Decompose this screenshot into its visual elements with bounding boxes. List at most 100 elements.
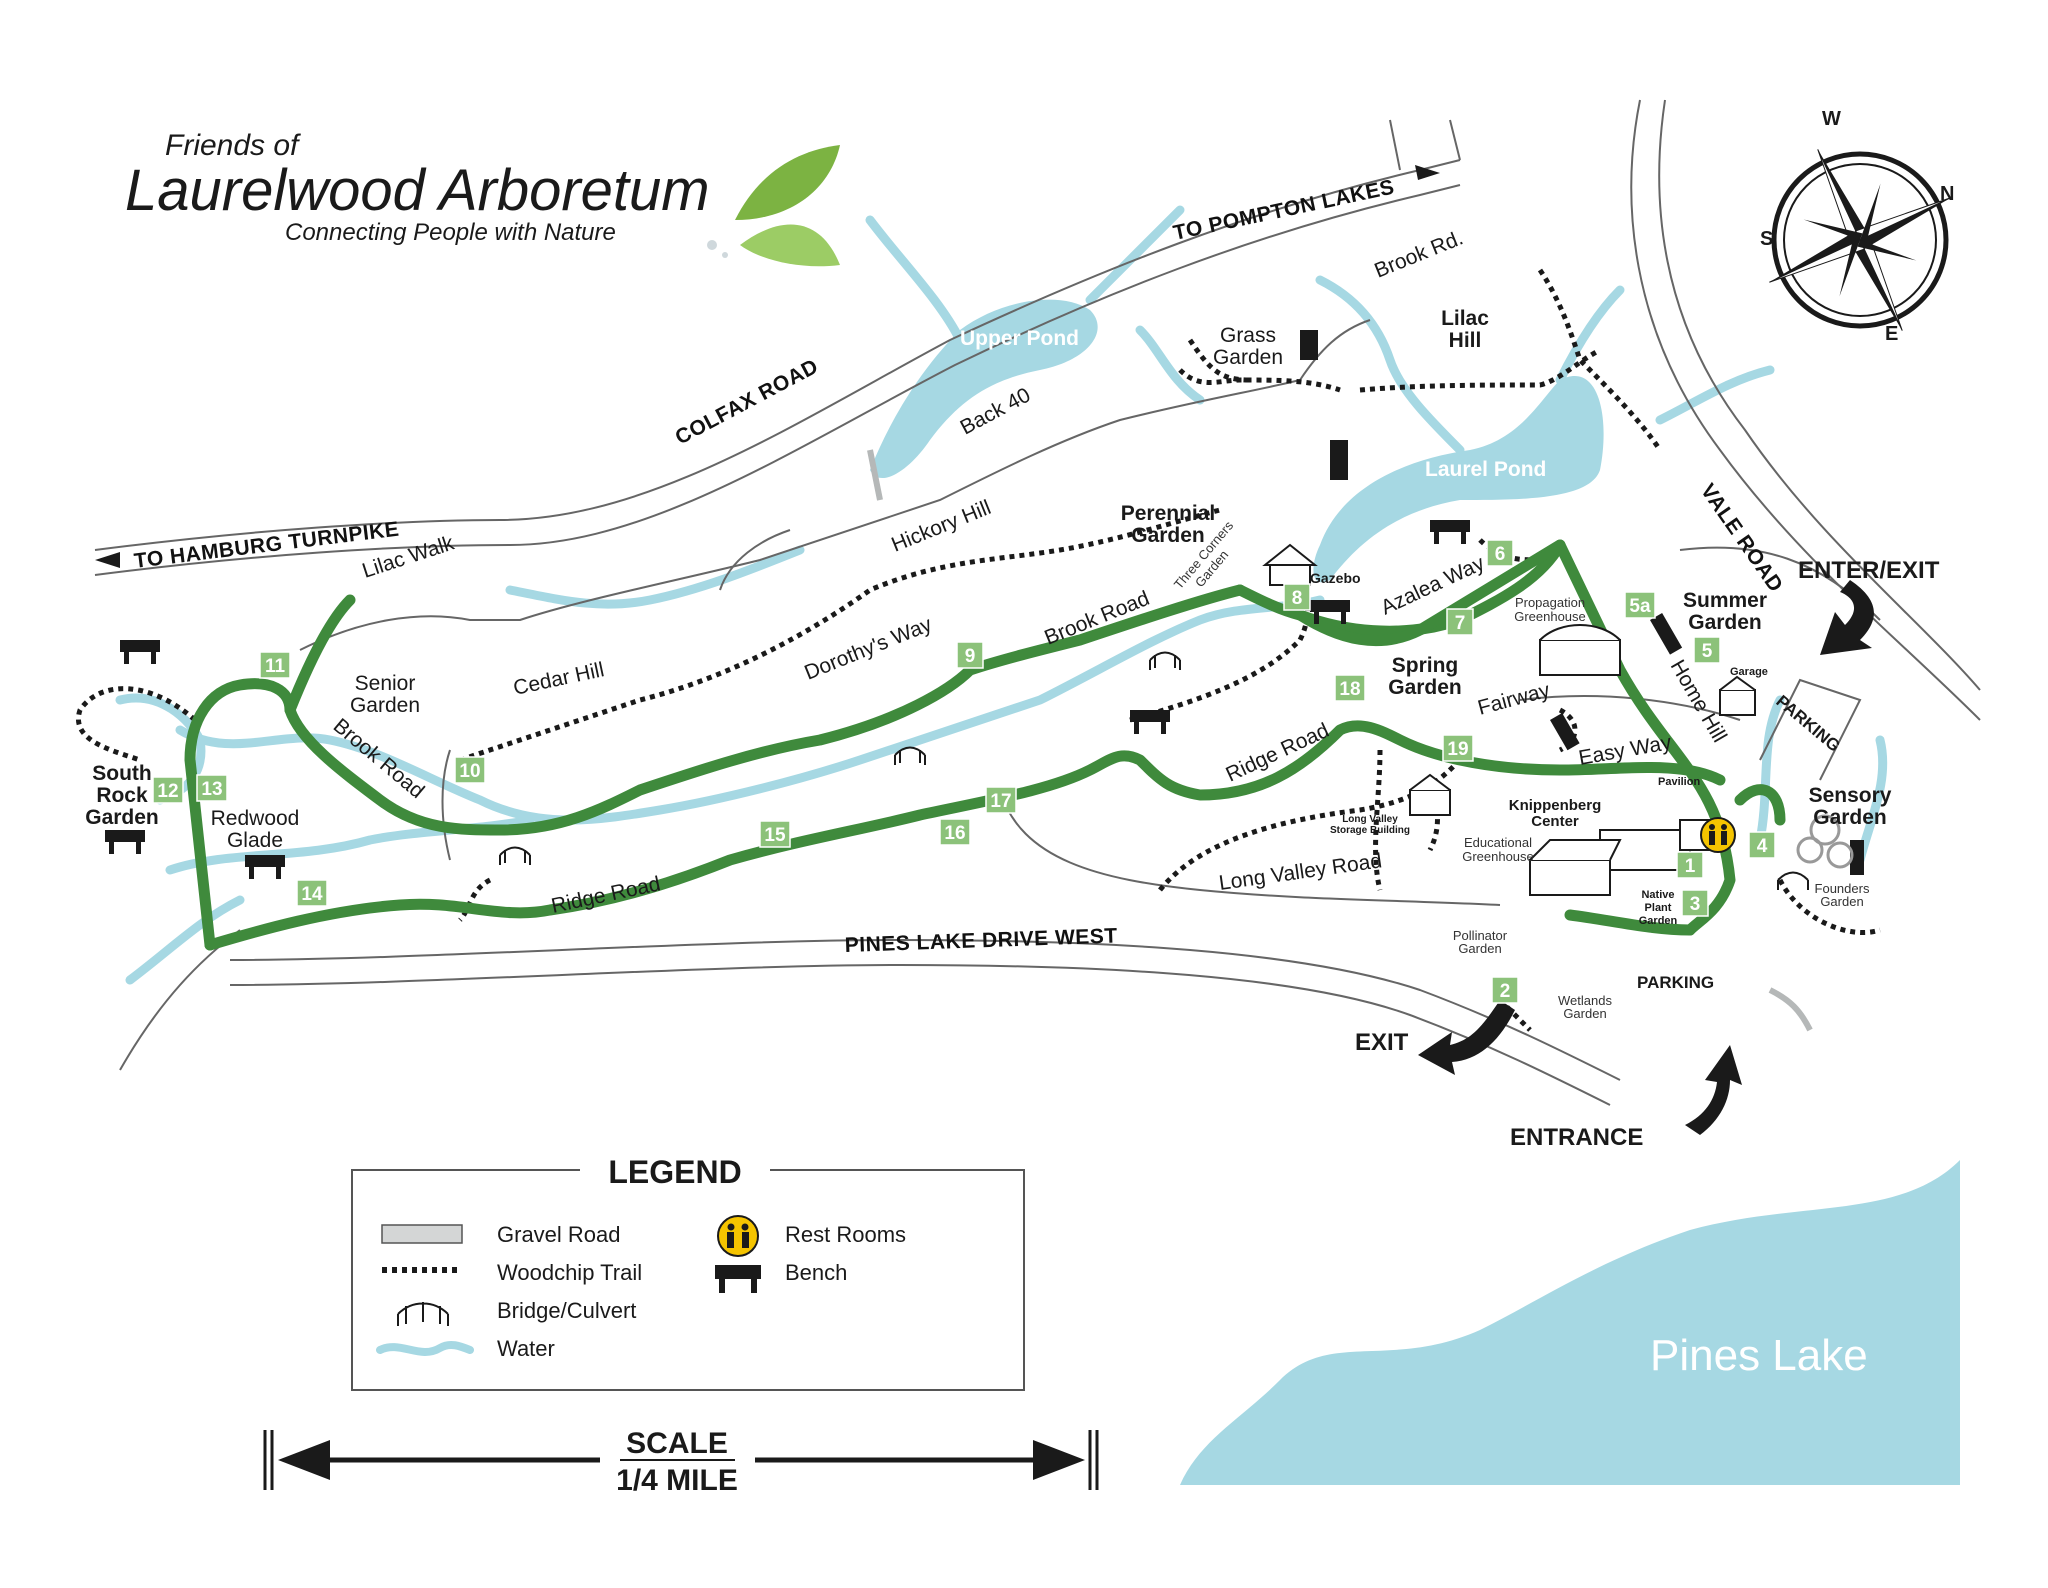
trail-stop-11: 11 xyxy=(259,651,291,679)
parking-label-1: PARKING xyxy=(1772,692,1843,756)
hamburg-arrow xyxy=(95,552,120,568)
legend-gravel: Gravel Road xyxy=(497,1222,621,1247)
scale-bar: SCALE 1/4 MILE xyxy=(263,1427,1099,1497)
logo-friends: Friends of xyxy=(165,129,301,162)
cedar-hill-label: Cedar Hill xyxy=(511,658,606,700)
upper-pond xyxy=(870,299,1098,479)
legend-bridge: Bridge/Culvert xyxy=(497,1298,636,1323)
trail-stop-17: 17 xyxy=(985,786,1017,814)
compass-rose: W N S E xyxy=(1760,108,1954,345)
bench-icon xyxy=(120,640,160,664)
trail-stop-number: 9 xyxy=(965,646,976,667)
trail-stop-2: 2 xyxy=(1491,976,1519,1004)
bench-icon xyxy=(1550,713,1580,751)
legend-restrooms: Rest Rooms xyxy=(785,1222,906,1247)
leaf-icon xyxy=(707,145,840,267)
bench-icon xyxy=(1300,330,1318,360)
trail-stop-18: 18 xyxy=(1334,674,1366,702)
legend-bench: Bench xyxy=(785,1260,847,1285)
bench-icon xyxy=(1430,520,1470,544)
bench-legend-icon xyxy=(715,1265,761,1293)
restroom-icon xyxy=(1700,817,1736,853)
roads xyxy=(94,99,1981,1106)
gazebo-icon xyxy=(1262,543,1318,586)
trail-stop-number: 8 xyxy=(1292,588,1303,609)
parking-label-2: PARKING xyxy=(1637,973,1714,992)
exit-label: EXIT xyxy=(1355,1029,1409,1056)
compass-n: N xyxy=(1940,183,1954,205)
trail-stop-number: 11 xyxy=(265,656,286,677)
garage-label: Garage xyxy=(1730,666,1768,678)
gazebo-label: Gazebo xyxy=(1310,570,1361,586)
trail-stop-number: 10 xyxy=(459,761,480,782)
bench-icon xyxy=(1850,840,1864,875)
trail-stop-12: 12 xyxy=(152,776,184,804)
logo-tagline: Connecting People with Nature xyxy=(285,219,616,246)
benches xyxy=(105,330,1864,879)
trail-stop-number: 3 xyxy=(1690,894,1701,915)
sensory-garden-shape xyxy=(1796,814,1854,869)
bench-icon xyxy=(1130,710,1170,734)
exit-arrow xyxy=(1418,1000,1515,1075)
long-valley-road-label: Long Valley Road xyxy=(1217,849,1383,895)
trail-stop-number: 5 xyxy=(1702,641,1713,662)
trail-stop-number: 18 xyxy=(1339,679,1360,700)
trail-stop-5: 5 xyxy=(1693,636,1721,664)
trail-stop-9: 9 xyxy=(956,641,984,669)
bridge-icon xyxy=(1777,871,1809,890)
upper-pond-label: Upper Pond xyxy=(960,327,1079,350)
brook-rd-label: Brook Rd. xyxy=(1371,226,1466,282)
trail-stop-10: 10 xyxy=(454,756,486,784)
pavilion-label: Pavilion xyxy=(1658,776,1700,788)
bench-icon xyxy=(1310,600,1350,624)
restroom-legend-icon xyxy=(717,1215,759,1257)
legend-title: LEGEND xyxy=(608,1154,741,1190)
trail-stop-7: 7 xyxy=(1446,608,1474,636)
enter-exit-arrow xyxy=(1820,580,1874,655)
water-swatch xyxy=(376,1340,474,1356)
trail-stop-14: 14 xyxy=(296,879,328,907)
bench-icon xyxy=(105,830,145,854)
trail-stop-number: 6 xyxy=(1495,544,1506,565)
propagation-greenhouse xyxy=(1539,624,1621,676)
trail-stop-number: 2 xyxy=(1500,981,1511,1002)
laurel-pond-label: Laurel Pond xyxy=(1425,458,1546,481)
logo: Friends of Laurelwood Arboretum Connecti… xyxy=(125,129,840,267)
trail-stop-1: 1 xyxy=(1676,851,1704,879)
brook-road-label-2: Brook Road xyxy=(329,714,429,803)
bridge-icon xyxy=(499,846,531,865)
bridge-icon xyxy=(1149,651,1181,670)
bench-icon xyxy=(245,855,285,879)
bench-icon xyxy=(1330,440,1348,480)
trail-stop-number: 17 xyxy=(990,791,1011,812)
bench-icon xyxy=(1650,613,1683,655)
laurel-pond xyxy=(1313,376,1604,583)
compass-s: S xyxy=(1760,228,1773,250)
trail-stop-15: 15 xyxy=(759,820,791,848)
entrance-label: ENTRANCE xyxy=(1510,1124,1643,1151)
trail-stop-3: 3 xyxy=(1681,889,1709,917)
ridge-road-label-2: Ridge Road xyxy=(549,872,662,918)
vale-road-label: VALE ROAD xyxy=(1696,480,1787,597)
trail-stop-number: 15 xyxy=(764,825,786,846)
bridge-icon xyxy=(894,746,926,765)
trail-stop-number: 16 xyxy=(944,823,965,844)
water-features xyxy=(870,299,1960,1485)
compass-e: E xyxy=(1885,323,1898,345)
trail-stop-number: 12 xyxy=(157,781,178,802)
educational-greenhouse xyxy=(1529,839,1622,896)
trail-stop-13: 13 xyxy=(196,774,228,802)
